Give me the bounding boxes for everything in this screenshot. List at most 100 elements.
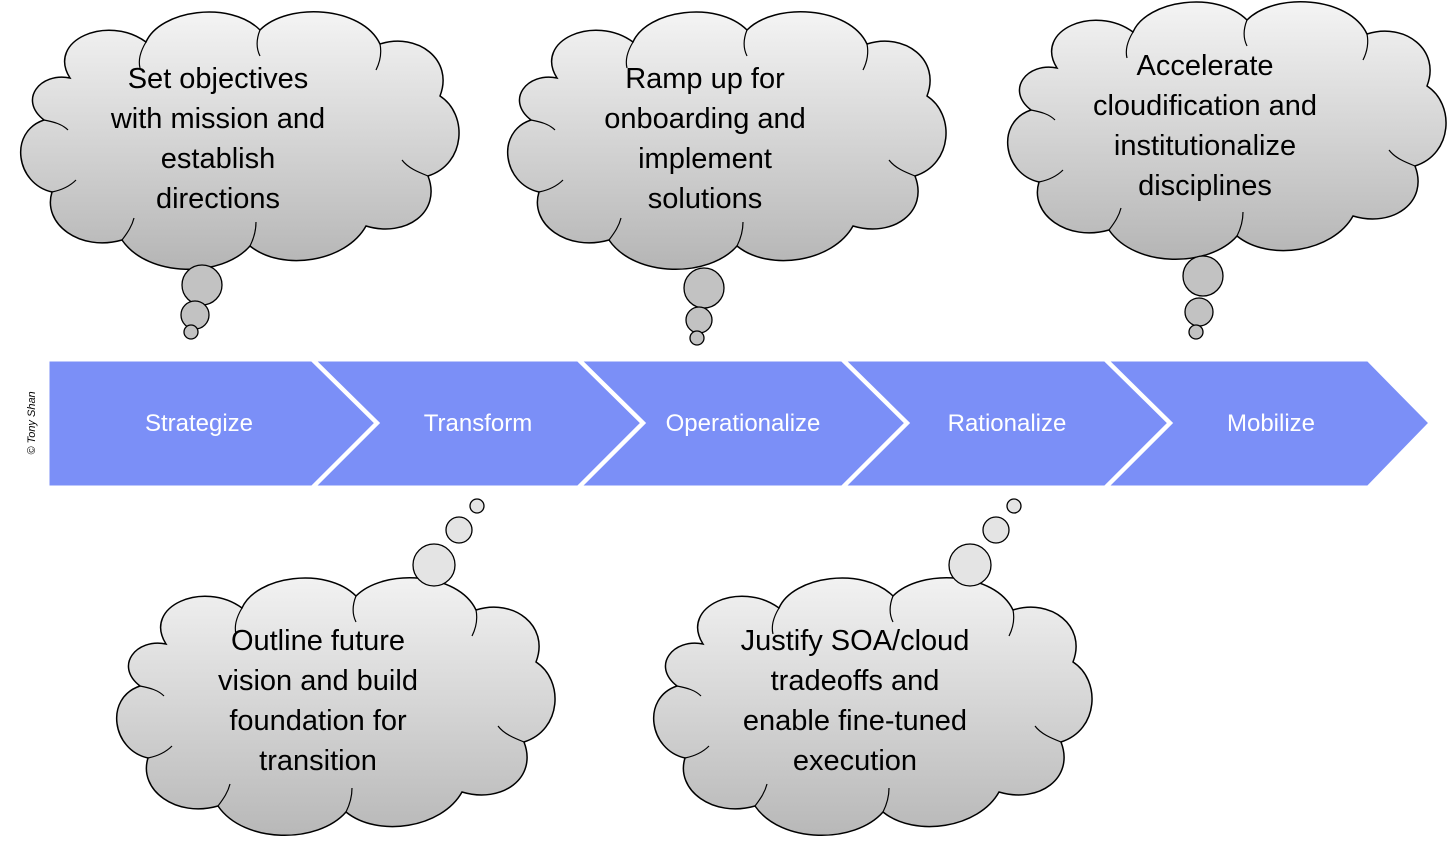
thought-bubble (180, 300, 210, 330)
thought-cloud-mobilize (1007, 1, 1447, 261)
cloud-fold (882, 787, 890, 813)
thought-text-rationalize: Justify SOA/cloud tradeoffs and enable fin… (741, 625, 970, 777)
cloud-fold (1034, 725, 1062, 743)
thought-line: establish (161, 143, 275, 175)
thought-text-mobilize: Accelerate cloudification and institutiona… (1093, 50, 1317, 202)
bubble-trail-transform (412, 498, 485, 587)
thought-cloud-transform (116, 577, 556, 837)
bubble-trail-mobilize (1182, 255, 1224, 340)
thought-line: enable fine-tuned (743, 705, 967, 737)
stage-label-operationalize: Operationalize (666, 410, 821, 437)
cloud-fold (1243, 19, 1248, 47)
cloud-fold (249, 221, 257, 247)
thought-line: transition (259, 745, 377, 777)
thought-text-operationalize: Ramp up for onboarding and implement soluti… (604, 63, 806, 215)
thought-line: tradeoffs and (771, 665, 940, 697)
cloud-fold (139, 685, 165, 697)
cloud-fold (401, 159, 429, 177)
cloud-shape (1007, 1, 1447, 261)
bubble-trail-operationalize (683, 267, 725, 346)
cloud-fold (608, 217, 622, 241)
thought-line: onboarding and (604, 103, 806, 135)
cloud-fold (497, 725, 525, 743)
thought-text-transform: Outline future vision and build foundation… (218, 625, 418, 777)
cloud-fold (345, 787, 353, 813)
thought-line: implement (638, 143, 772, 175)
thought-line: foundation for (229, 705, 407, 737)
thought-line: Accelerate (1136, 50, 1273, 82)
cloud-fold (43, 119, 69, 131)
cloud-fold (352, 595, 357, 623)
cloud-fold (754, 783, 768, 807)
thought-cloud-rationalize (653, 577, 1093, 837)
cloud-fold (234, 607, 243, 635)
thought-line: Justify SOA/cloud (741, 625, 970, 657)
cloud-fold (1008, 609, 1015, 637)
thought-bubble (469, 498, 485, 514)
cloud-shape (507, 11, 947, 271)
cloud-fold (676, 685, 702, 697)
cloud-fold (256, 29, 261, 57)
thought-bubble (689, 330, 705, 346)
stage-label-strategize: Strategize (145, 410, 253, 437)
cloud-fold (1125, 31, 1134, 59)
thought-bubble (1184, 297, 1214, 327)
thought-bubble (982, 516, 1010, 544)
copyright-note: © Tony Shan (26, 391, 38, 454)
cloud-fold (51, 179, 77, 193)
thought-bubble (1188, 324, 1204, 340)
cloud-fold (1038, 169, 1064, 183)
chevron-band: Strategize Transform Operationalize Rati… (46, 358, 1433, 489)
thought-text-strategize: Set objectives with mission and establish d… (110, 63, 325, 215)
thought-cloud-strategize (20, 11, 460, 271)
thought-bubble (948, 543, 992, 587)
thought-bubble (445, 516, 473, 544)
cloud-fold (1236, 211, 1244, 237)
thought-bubble (183, 324, 199, 340)
cloud-fold (121, 217, 135, 241)
thought-bubble (1006, 498, 1022, 514)
thought-line: Outline future (231, 625, 405, 657)
cloud-fold (147, 745, 173, 759)
bubble-trail-strategize (180, 264, 223, 340)
cloud-fold (743, 29, 748, 57)
cloud-fold (1362, 33, 1369, 61)
cloud-fold (217, 783, 231, 807)
thought-cloud-operationalize (507, 11, 947, 271)
cloud-fold (888, 159, 916, 177)
thought-line: Ramp up for (625, 63, 785, 95)
stage-label-mobilize: Mobilize (1227, 410, 1315, 437)
thought-bubble (685, 306, 713, 334)
thought-line: cloudification and (1093, 90, 1317, 122)
cloud-fold (538, 179, 564, 193)
cloud-fold (530, 119, 556, 131)
bubble-trail-rationalize (948, 498, 1022, 587)
cloud-fold (1108, 207, 1122, 231)
cloud-fold (684, 745, 710, 759)
thought-bubble (683, 267, 725, 309)
thought-line: institutionalize (1114, 130, 1296, 162)
cloud-shape (20, 11, 460, 271)
cloud-fold (736, 221, 744, 247)
thought-line: disciplines (1138, 170, 1272, 202)
thought-line: solutions (648, 183, 762, 215)
cloud-fold (471, 609, 478, 637)
thought-bubble (1182, 255, 1224, 297)
thought-line: with mission and (110, 103, 325, 135)
cloud-fold (771, 607, 780, 635)
thought-bubble (412, 543, 456, 587)
cloud-fold (889, 595, 894, 623)
cloud-fold (375, 43, 382, 71)
thought-line: directions (156, 183, 280, 215)
stage-label-transform: Transform (424, 410, 532, 437)
thought-line: Set objectives (128, 63, 309, 95)
cloud-fold (1388, 149, 1416, 167)
chevron-mobilize (1103, 358, 1433, 489)
cloud-fold (625, 41, 634, 69)
cloud-fold (862, 43, 869, 71)
thought-line: vision and build (218, 665, 418, 697)
cloud-shape (653, 577, 1093, 837)
thought-line: execution (793, 745, 917, 777)
cloud-fold (138, 41, 147, 69)
